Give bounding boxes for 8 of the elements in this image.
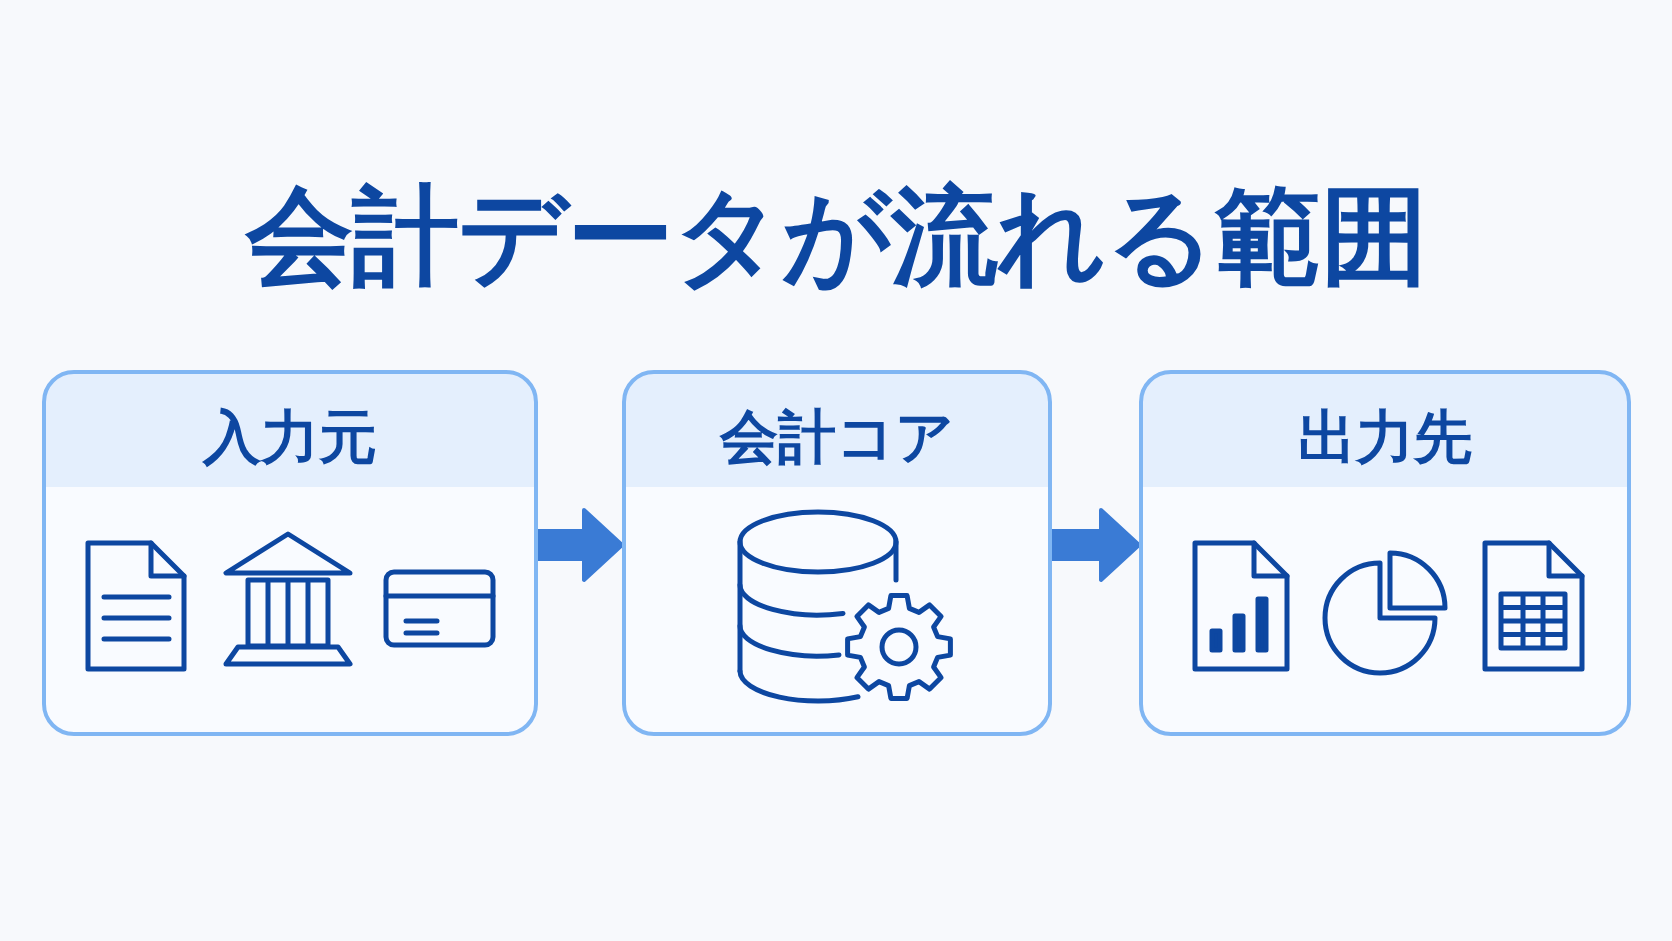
- arrow: [1052, 508, 1141, 582]
- panel-box: [42, 370, 538, 736]
- panel-box: [622, 370, 1052, 736]
- panel-title: 入力元: [203, 408, 377, 466]
- panel-title: 出力先: [1298, 408, 1472, 466]
- arrow: [538, 508, 624, 582]
- panel-box: [1139, 370, 1631, 736]
- panel-title: 会計コア: [720, 408, 954, 466]
